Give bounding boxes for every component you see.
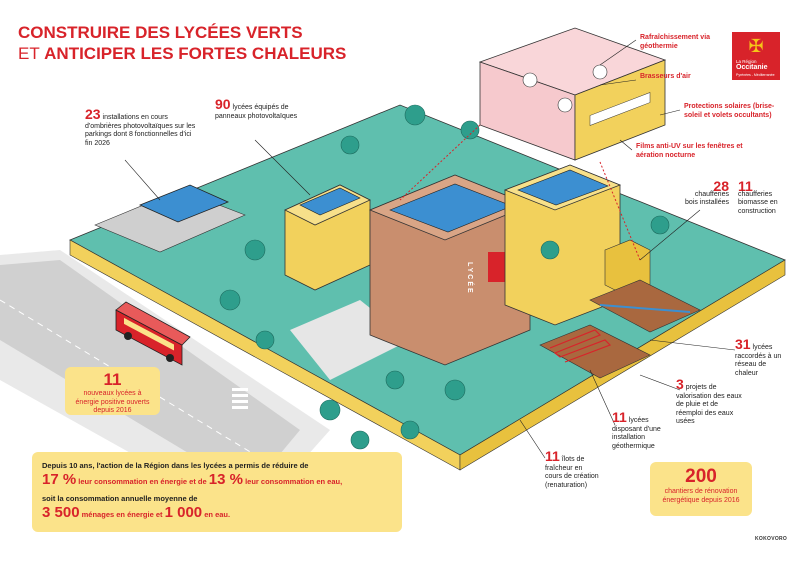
- label-brasseurs: Brasseurs d'air: [640, 73, 691, 80]
- building-center: [368, 174, 532, 366]
- building-left: [284, 184, 371, 291]
- leader-lines: [124, 39, 736, 459]
- stat-positive-box: 11 nouveaux lycées à énergie positive ou…: [65, 367, 160, 415]
- crosswalk: [232, 388, 248, 409]
- solar-canopy: [138, 184, 230, 223]
- stat-eaux: 3 projets de valorisation des eaux de pl…: [676, 376, 742, 425]
- illustrator-credit: KOKOVORO: [755, 536, 788, 542]
- building-right: [503, 164, 622, 326]
- geothermal-pipes: [549, 329, 612, 363]
- stat-panneaux: 90 lycées équipés de panneaux photovolta…: [215, 96, 298, 120]
- building-sign: LYCÉE: [466, 262, 473, 295]
- label-films: Films anti-UV sur les fenêtres et aérati…: [636, 143, 743, 159]
- summary-line4: 3 500 ménages en énergie et 1 000 en eau…: [42, 504, 231, 521]
- occitan-cross-icon: ✠: [748, 36, 764, 56]
- trees: [219, 104, 670, 450]
- page-title: CONSTRUIRE DES LYCÉES VERTS ET ANTICIPER…: [18, 22, 346, 64]
- label-geothermie: Rafraîchissement via géothermie: [640, 34, 711, 50]
- water-tank: [589, 279, 701, 333]
- stat-reseau: 31 lycées raccordés à un réseau de chale…: [735, 336, 782, 377]
- bus: [115, 301, 191, 366]
- stat-ilots: 11 îlots de fraîcheur en cours de créati…: [545, 448, 599, 489]
- stat-bois: 28 chaufferies bois installées: [685, 178, 729, 206]
- stat-biomasse: 11 chaufferies biomasse en construction: [738, 178, 778, 215]
- stat-chantiers-box: 200 chantiers de rénovation énergétique …: [650, 462, 752, 516]
- stat-ombrieres: 23 installations en cours d'ombrières ph…: [85, 106, 196, 147]
- summary-box: Depuis 10 ans, l'action de la Région dan…: [32, 452, 402, 532]
- title-line2: ET ANTICIPER LES FORTES CHALEURS: [18, 44, 347, 63]
- geothermal-pit: [539, 324, 651, 379]
- label-protections: Protections solaires (brise-soleil et vo…: [684, 103, 775, 119]
- water-pipe: [599, 304, 691, 313]
- region-logo: ✠ La Région Occitanie Pyrénées - Méditer…: [732, 32, 780, 80]
- summary-line2: 17 % leur consommation en énergie et de …: [42, 471, 343, 488]
- inset-pointer: [599, 161, 641, 261]
- stat-geothermique: 11 lycées disposant d'une installation g…: [612, 409, 661, 450]
- title-line1: CONSTRUIRE DES LYCÉES VERTS: [18, 23, 303, 42]
- classroom-inset: [478, 27, 667, 161]
